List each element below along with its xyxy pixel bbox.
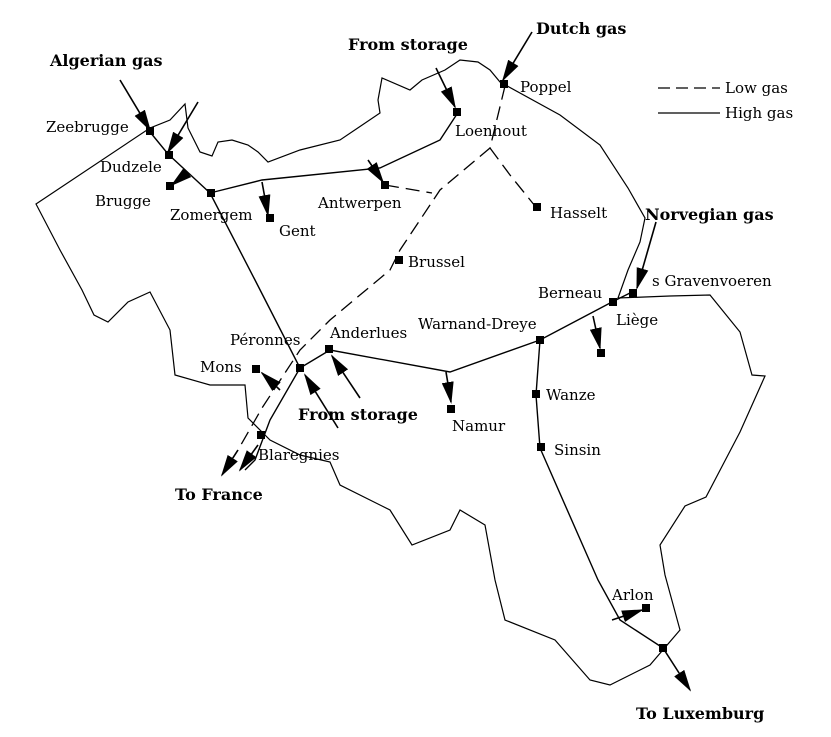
label-dutch-gas: Dutch gas bbox=[536, 19, 626, 38]
node-brugge bbox=[166, 182, 174, 190]
label-zeebrugge: Zeebrugge bbox=[46, 118, 129, 136]
node-luxemburg-exit bbox=[659, 644, 667, 652]
legend-low-gas: Low gas bbox=[725, 79, 788, 97]
node-liege bbox=[597, 349, 605, 357]
node-hasselt bbox=[533, 203, 541, 211]
node-anderlues bbox=[325, 345, 333, 353]
node-wanze bbox=[532, 390, 540, 398]
nodes bbox=[146, 80, 667, 652]
label-gravenvoeren: s Gravenvoeren bbox=[652, 272, 772, 290]
node-brussel bbox=[395, 256, 403, 264]
node-zomergem bbox=[207, 189, 215, 197]
high-gas-lines bbox=[149, 113, 664, 649]
label-loenhout: Loenhout bbox=[455, 122, 527, 140]
label-liege: Liège bbox=[616, 311, 658, 329]
label-antwerpen: Antwerpen bbox=[317, 194, 402, 212]
label-sinsin: Sinsin bbox=[554, 441, 601, 459]
label-from-storage-south: From storage bbox=[298, 405, 418, 424]
label-berneau: Berneau bbox=[538, 284, 603, 302]
label-to-luxemburg: To Luxemburg bbox=[636, 704, 764, 723]
label-wanze: Wanze bbox=[546, 386, 596, 404]
label-namur: Namur bbox=[452, 417, 506, 435]
label-algerian-gas: Algerian gas bbox=[49, 51, 163, 70]
label-dudzele: Dudzele bbox=[100, 158, 162, 176]
label-brussel: Brussel bbox=[408, 253, 465, 271]
label-zomergem: Zomergem bbox=[170, 206, 252, 224]
node-dudzele bbox=[165, 151, 173, 159]
label-warnand-dreye: Warnand-Dreye bbox=[418, 315, 537, 333]
node-mons bbox=[252, 365, 260, 373]
node-gravenvoeren bbox=[629, 289, 637, 297]
node-peronnes bbox=[296, 364, 304, 372]
label-brugge: Brugge bbox=[95, 192, 151, 210]
node-gent bbox=[266, 214, 274, 222]
node-loenhout bbox=[453, 108, 461, 116]
label-norwegian-gas: Norvegian gas bbox=[645, 205, 774, 224]
label-anderlues: Anderlues bbox=[329, 324, 407, 342]
legend: Low gas High gas bbox=[658, 79, 793, 122]
node-blaregnies bbox=[257, 431, 265, 439]
label-hasselt: Hasselt bbox=[550, 204, 607, 222]
source-labels: Algerian gas From storage Dutch gas Norv… bbox=[49, 19, 774, 723]
label-from-storage-north: From storage bbox=[348, 35, 468, 54]
flow-arrows bbox=[119, 31, 692, 692]
label-to-france: To France bbox=[175, 485, 263, 504]
label-blaregnies: Blaregnies bbox=[258, 446, 339, 464]
label-mons: Mons bbox=[200, 358, 242, 376]
node-arlon bbox=[642, 604, 650, 612]
label-arlon: Arlon bbox=[611, 586, 654, 604]
low-gas-lines bbox=[224, 85, 536, 471]
node-labels: Zeebrugge Dudzele Brugge Zomergem Gent A… bbox=[46, 78, 772, 604]
label-peronnes: Péronnes bbox=[230, 331, 300, 349]
node-namur bbox=[447, 405, 455, 413]
node-poppel bbox=[500, 80, 508, 88]
label-gent: Gent bbox=[279, 222, 316, 240]
country-border bbox=[35, 59, 766, 686]
node-warnand-dreye bbox=[536, 336, 544, 344]
legend-high-gas: High gas bbox=[725, 104, 793, 122]
node-antwerpen bbox=[381, 181, 389, 189]
node-sinsin bbox=[537, 443, 545, 451]
node-berneau bbox=[609, 298, 617, 306]
label-poppel: Poppel bbox=[520, 78, 572, 96]
node-zeebrugge bbox=[146, 127, 154, 135]
